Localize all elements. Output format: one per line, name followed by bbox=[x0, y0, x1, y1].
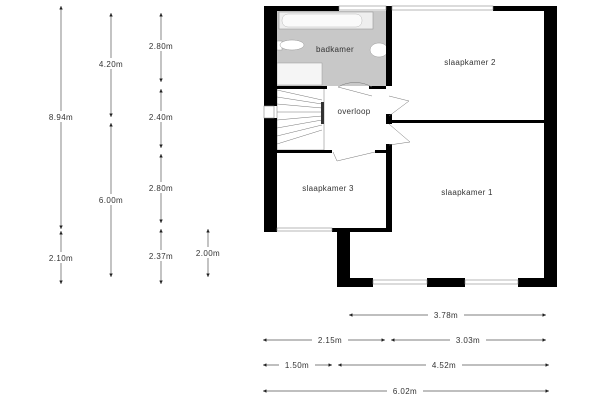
dim-label-right-452: 4.52m bbox=[432, 361, 456, 370]
room-label-overloop: overloop bbox=[337, 107, 370, 116]
dim-label-total: 8.94m bbox=[49, 113, 73, 122]
bathtub-icon bbox=[278, 11, 374, 30]
dim-label-seg2: 2.40m bbox=[149, 113, 173, 122]
sink-icon bbox=[369, 42, 389, 58]
room-label-slaapkamer-2: slaapkamer 2 bbox=[444, 58, 496, 67]
dim-label-left-215: 2.15m bbox=[318, 336, 342, 345]
dim-label-step: 2.00m bbox=[196, 249, 220, 258]
dim-label-right-303: 3.03m bbox=[456, 336, 480, 345]
staircase bbox=[276, 87, 325, 151]
dim-label-bedroom1-width: 3.78m bbox=[434, 311, 458, 320]
walls bbox=[264, 6, 557, 287]
horizontal-dimension-labels: 3.78m 2.15m 3.03m 1.50m 4.52m 6.02m bbox=[279, 310, 486, 396]
dim-label-lower: 6.00m bbox=[99, 196, 123, 205]
dim-label-seg3: 2.80m bbox=[149, 184, 173, 193]
doors bbox=[332, 82, 411, 162]
vertical-dimension-lines bbox=[59, 6, 210, 284]
dim-label-left-150: 1.50m bbox=[285, 361, 309, 370]
room-label-slaapkamer-3: slaapkamer 3 bbox=[302, 184, 354, 193]
vertical-dimension-labels: 8.94m 2.10m 4.20m 6.00m 2.80m 2.40m 2.80… bbox=[43, 40, 226, 263]
dim-label-seg4: 2.37m bbox=[149, 252, 173, 261]
room-label-slaapkamer-1: slaapkamer 1 bbox=[441, 188, 493, 197]
shower-icon bbox=[276, 62, 323, 86]
dim-label-upper: 4.20m bbox=[99, 60, 123, 69]
dim-label-total-lower: 2.10m bbox=[49, 254, 73, 263]
horizontal-dimension-lines bbox=[263, 313, 549, 393]
windows bbox=[263, 5, 519, 285]
toilet-icon bbox=[276, 39, 305, 51]
room-label-badkamer: badkamer bbox=[316, 45, 354, 54]
dim-label-total-width: 6.02m bbox=[393, 387, 417, 396]
dim-label-seg1: 2.80m bbox=[149, 42, 173, 51]
